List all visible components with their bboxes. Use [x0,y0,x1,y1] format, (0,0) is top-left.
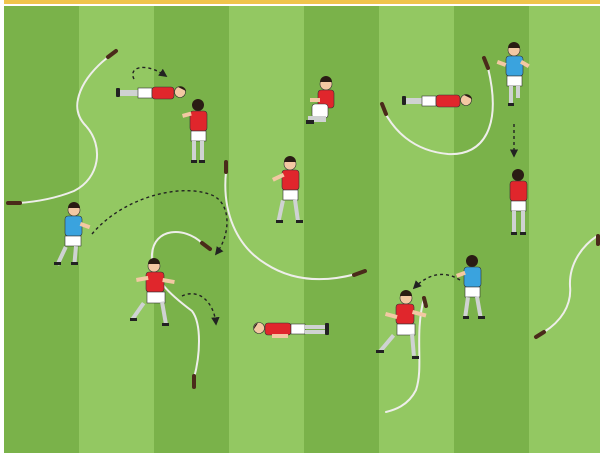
rope-handle [424,298,426,306]
pitch-svg [4,6,600,453]
stripe-dark [154,6,229,453]
stripe-light [529,6,600,453]
pitch [4,6,600,453]
stripe-dark [304,6,379,453]
stripe-light [229,6,304,453]
accent-bar [4,0,600,4]
